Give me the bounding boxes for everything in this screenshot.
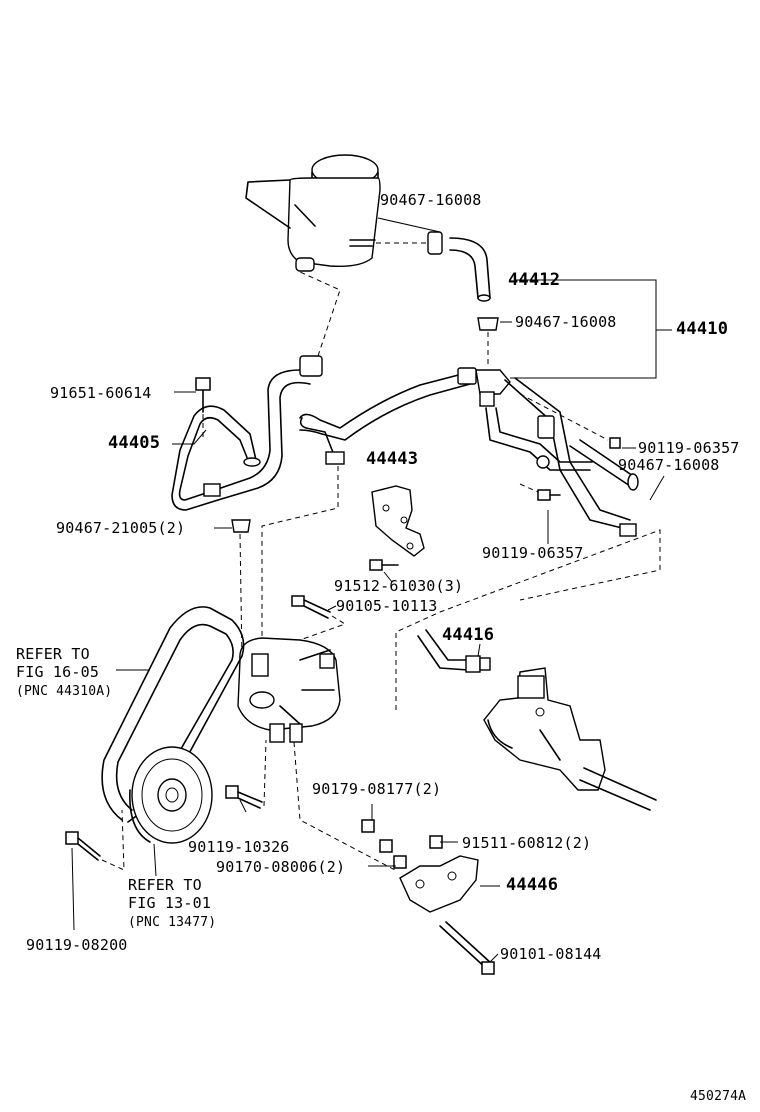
clamp-b-drawing [477, 317, 499, 368]
label-90101-08144: 90101-08144 [500, 945, 602, 963]
label-44446: 44446 [506, 875, 559, 895]
refer-to-b-line2: FIG 13-01 [128, 894, 212, 912]
reservoir-tank-drawing [245, 154, 381, 272]
hose-44405-drawing [171, 271, 341, 511]
refer-to-a-line2: FIG 16-05 [16, 663, 100, 681]
bolt-90119-08200-drawing [65, 809, 125, 871]
bracket-44446-drawing [361, 819, 479, 913]
bolt-90119-10326-drawing [225, 739, 267, 809]
label-90119-06357-a: 90119-06357 [638, 439, 740, 457]
pressure-tube-44410-drawing [299, 367, 639, 537]
tube-44416-drawing [395, 529, 661, 710]
bolt-90105-10113-drawing [291, 595, 347, 641]
label-90105-10113: 90105-10113 [336, 597, 438, 615]
refer-to-a-line1: REFER TO [16, 645, 90, 663]
bolt-90119-06357-drawing [519, 437, 621, 501]
hose-44412-drawing [376, 231, 491, 302]
label-91512-61030: 91512-61030(3) [334, 577, 464, 595]
bracket-44443-drawing [369, 485, 425, 571]
steering-gear-drawing [483, 667, 657, 811]
bolt-91651-drawing [195, 377, 211, 440]
label-90119-10326: 90119-10326 [188, 838, 290, 856]
bolt-90101-08144-drawing [439, 921, 495, 975]
label-90179-08177: 90179-08177(2) [312, 780, 442, 798]
power-steering-pump-drawing [237, 637, 396, 871]
clamp-90467-21005-drawing [231, 519, 251, 661]
refer-to-b-line1: REFER TO [128, 876, 202, 894]
label-44443: 44443 [366, 449, 419, 469]
return-tube-drawing [261, 417, 345, 652]
label-91651-60614: 91651-60614 [50, 384, 152, 402]
label-90119-08200: 90119-08200 [26, 936, 128, 954]
label-90467-16008-b: 90467-16008 [515, 313, 617, 331]
figure-id: 450274A [690, 1089, 747, 1104]
label-44410: 44410 [676, 319, 729, 339]
label-90170-08006: 90170-08006(2) [216, 858, 346, 876]
refer-to-b-line3: (PNC 13477) [128, 915, 217, 930]
crank-pulley-drawing [129, 746, 213, 844]
label-90119-06357-b: 90119-06357 [482, 544, 584, 562]
refer-to-a-line3: (PNC 44310A) [16, 684, 113, 699]
label-91511-60812: 91511-60812(2) [462, 834, 592, 852]
label-44412: 44412 [508, 270, 561, 290]
leader-lines [71, 217, 672, 963]
label-90467-21005: 90467-21005(2) [56, 519, 186, 537]
label-44416: 44416 [442, 625, 495, 645]
label-44405: 44405 [108, 433, 161, 453]
label-90467-16008-a: 90467-16008 [380, 191, 482, 209]
label-90467-16008-c: 90467-16008 [618, 456, 720, 474]
